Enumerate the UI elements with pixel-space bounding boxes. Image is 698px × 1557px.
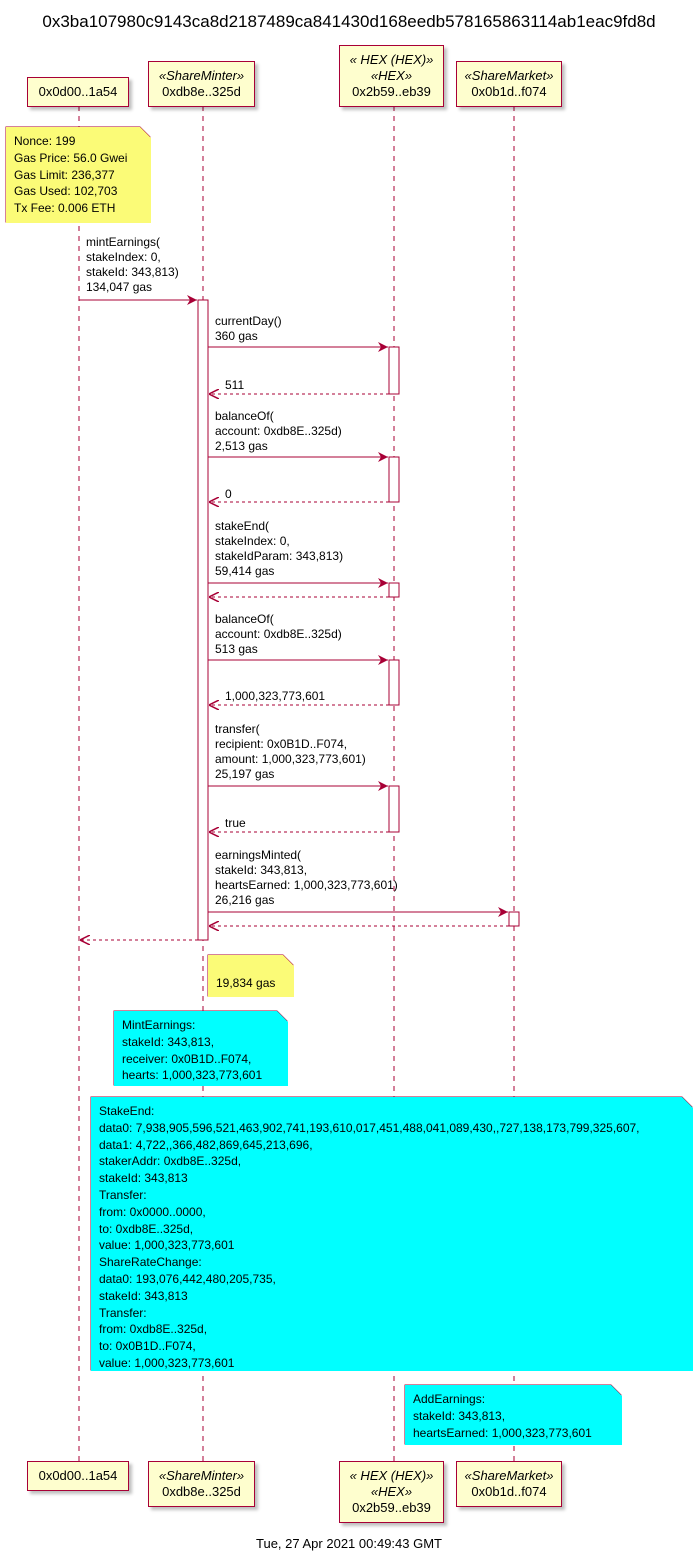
note-addearnings-event: AddEarnings: stakeId: 343,813, heartsEar… <box>405 1385 622 1445</box>
activation-p2-5 <box>388 785 400 833</box>
timestamp-footer: Tue, 27 Apr 2021 00:49:43 GMT <box>256 1536 442 1551</box>
participant-name: 0x0b1d..f074 <box>471 1484 547 1499</box>
return-label-currentday: 511 <box>225 378 245 392</box>
participant-name: 0x2b59..eb39 <box>352 84 431 99</box>
participant-stereotype: «ShareMarket» <box>464 68 554 83</box>
participant-box-p1-top: «ShareMinter» 0xdb8e..325d <box>148 61 255 107</box>
message-label-stakeend: stakeEnd( stakeIndex: 0, stakeIdParam: 3… <box>215 519 344 578</box>
participant-stereotype: « HEX (HEX)» <box>349 1468 434 1483</box>
message-label-currentday: currentDay() 360 gas <box>215 314 282 343</box>
participant-name: 0x0b1d..f074 <box>471 84 547 99</box>
participant-box-p0-top: 0x0d00..1a54 <box>27 77 129 107</box>
participant-name: 0x0d00..1a54 <box>38 84 118 99</box>
participant-box-p2-top: « HEX (HEX)» «HEX» 0x2b59..eb39 <box>339 45 444 107</box>
participant-name: 0x2b59..eb39 <box>352 1500 431 1515</box>
participant-stereotype: «ShareMinter» <box>158 68 245 83</box>
return-label-transfer: true <box>225 816 246 830</box>
activation-p3-1 <box>508 911 520 927</box>
participant-stereotype-2: «HEX» <box>370 68 413 83</box>
message-label-mintearnings: mintEarnings( stakeIndex: 0, stakeId: 34… <box>86 235 179 294</box>
return-label-balanceof-1: 0 <box>225 487 232 501</box>
note-gas-remaining: 19,834 gas <box>208 955 294 997</box>
activation-p2-4 <box>388 659 400 706</box>
note-mintearnings-event: MintEarnings: stakeId: 343,813, receiver… <box>114 1011 288 1086</box>
participant-name: 0x0d00..1a54 <box>38 1468 118 1483</box>
participant-box-p0-bottom: 0x0d00..1a54 <box>27 1461 129 1491</box>
message-label-earningsminted: earningsMinted( stakeId: 343,813, hearts… <box>215 848 398 907</box>
note-tx-details: Nonce: 199 Gas Price: 56.0 Gwei Gas Limi… <box>6 127 151 223</box>
participant-stereotype: «ShareMinter» <box>158 1468 245 1483</box>
message-label-balanceof-2: balanceOf( account: 0xdb8E..325d) 513 ga… <box>215 612 342 656</box>
activation-p1 <box>197 299 209 941</box>
participant-box-p2-bottom: « HEX (HEX)» «HEX» 0x2b59..eb39 <box>339 1461 444 1523</box>
participant-stereotype: « HEX (HEX)» <box>349 52 434 67</box>
participant-box-p3-bottom: «ShareMarket» 0x0b1d..f074 <box>456 1461 562 1507</box>
participant-stereotype: «ShareMarket» <box>464 1468 554 1483</box>
participant-box-p1-bottom: «ShareMinter» 0xdb8e..325d <box>148 1461 255 1507</box>
participant-stereotype-2: «HEX» <box>370 1484 413 1499</box>
diagram-title: 0x3ba107980c9143ca8d2187489ca841430d168e… <box>42 12 656 31</box>
activation-p2-2 <box>388 456 400 503</box>
note-events: StakeEnd: data0: 7,938,905,596,521,463,9… <box>91 1097 693 1371</box>
message-label-transfer: transfer( recipient: 0x0B1D..F074, amoun… <box>215 722 366 781</box>
message-label-balanceof-1: balanceOf( account: 0xdb8E..325d) 2,513 … <box>215 409 342 453</box>
participant-name: 0xdb8e..325d <box>162 84 241 99</box>
activation-p2-1 <box>388 346 400 395</box>
participant-name: 0xdb8e..325d <box>162 1484 241 1499</box>
return-label-balanceof-2: 1,000,323,773,601 <box>225 689 326 703</box>
activation-p2-3 <box>388 582 400 598</box>
participant-box-p3-top: «ShareMarket» 0x0b1d..f074 <box>456 61 562 107</box>
